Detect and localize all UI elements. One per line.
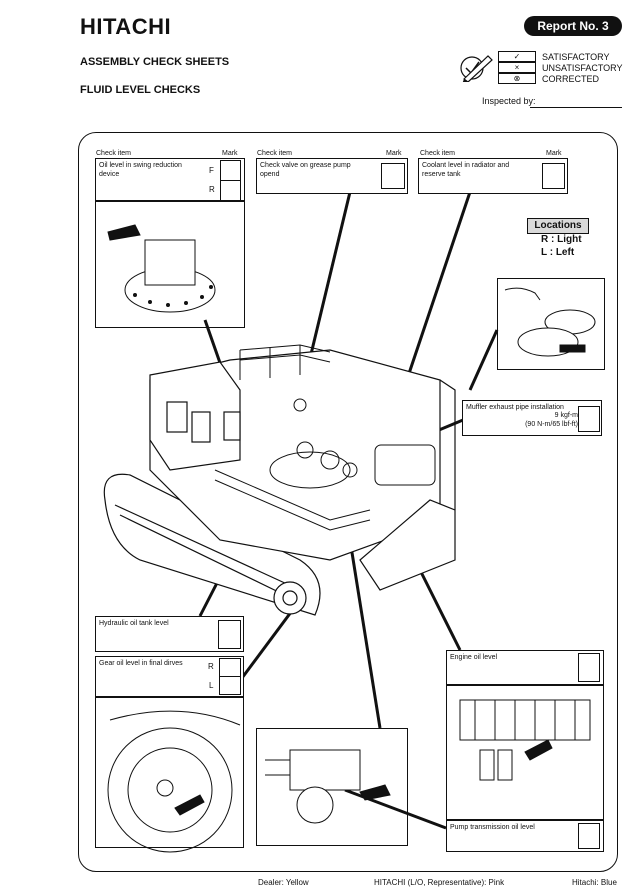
check-item-header: Check item	[96, 150, 132, 157]
legend-label: SATISFACTORY	[542, 51, 610, 62]
location-r: R : Light	[541, 234, 582, 245]
mark-pump[interactable]	[578, 823, 600, 849]
mark-header: Mark	[222, 150, 238, 157]
inspected-by-label: Inspected by:	[482, 96, 536, 106]
mark-gear-right[interactable]	[219, 658, 241, 677]
check-coolant-text: Coolant level in radiator and reserve ta…	[422, 162, 510, 178]
check-pump-text: Pump transmission oil level	[450, 824, 535, 831]
engine-illustration-frame	[446, 684, 604, 820]
mark-front-label: F	[209, 166, 214, 175]
legend-symbol: ✓	[498, 51, 536, 62]
swing-illustration-frame	[95, 200, 245, 328]
mark-muffler[interactable]	[578, 406, 600, 432]
gear-illustration-frame	[95, 696, 244, 848]
mark-gear-left[interactable]	[219, 676, 241, 695]
location-l: L : Left	[541, 247, 575, 258]
mark-header: Mark	[546, 150, 562, 157]
legend-symbol: ×	[498, 62, 536, 73]
check-hydraulic-text: Hydraulic oil tank level	[99, 620, 169, 627]
muffler-torque-kgf: 9 kgf-m	[554, 412, 578, 419]
locations-title: Locations	[527, 218, 589, 234]
mark-grease[interactable]	[381, 163, 405, 189]
report-badge: Report No. 3	[524, 16, 622, 36]
check-pump-box: Pump transmission oil level	[446, 820, 604, 852]
sheet-title: ASSEMBLY CHECK SHEETS	[80, 56, 230, 68]
legend-unsatisfactory: × UNSATISFACTORY	[498, 62, 623, 73]
footer-hitachi: Hitachi: Blue	[572, 878, 617, 887]
check-swing-text: Oil level in swing reduction device	[99, 162, 182, 178]
footer-dealer: Dealer: Yellow	[258, 878, 309, 887]
coolant-illustration-frame	[497, 278, 605, 370]
pencil-check-icon	[460, 55, 493, 82]
footer-hitachi-lo: HITACHI (L/O, Representative): Pink	[374, 878, 505, 887]
mark-rear-label: R	[209, 185, 215, 194]
mark-coolant[interactable]	[542, 163, 565, 189]
muffler-torque-nm: (90 N-m/65 lbf-ft)	[525, 421, 578, 428]
check-muffler-text: Muffler exhaust pipe installation	[466, 404, 564, 411]
mark-engine[interactable]	[578, 653, 600, 682]
legend-label: UNSATISFACTORY	[542, 62, 623, 73]
check-item-header: Check item	[257, 150, 293, 157]
inspected-by-field[interactable]	[530, 107, 622, 108]
mark-hydraulic[interactable]	[218, 620, 241, 649]
mark-left-label: L	[209, 681, 214, 690]
check-item-header: Check item	[420, 150, 456, 157]
legend-label: CORRECTED	[542, 73, 600, 84]
brand-logo: HITACHI	[80, 14, 172, 39]
legend-corrected: ⊗ CORRECTED	[498, 73, 599, 84]
legend-symbol: ⊗	[498, 73, 536, 84]
diagram-frame	[78, 132, 618, 872]
check-engine-text: Engine oil level	[450, 654, 498, 661]
check-grease-text: Check valve on grease pump opend	[260, 162, 351, 178]
mark-right-label: R	[208, 662, 214, 671]
check-engine-box: Engine oil level	[446, 650, 604, 686]
sheet-subtitle: FLUID LEVEL CHECKS	[80, 84, 201, 96]
mark-header: Mark	[386, 150, 402, 157]
mark-swing-rear[interactable]	[220, 180, 241, 201]
pump-illustration-frame	[256, 728, 408, 846]
mark-swing-front[interactable]	[220, 160, 241, 181]
check-gear-text: Gear oil level in final dirves	[99, 660, 183, 667]
legend-satisfactory: ✓ SATISFACTORY	[498, 51, 610, 62]
